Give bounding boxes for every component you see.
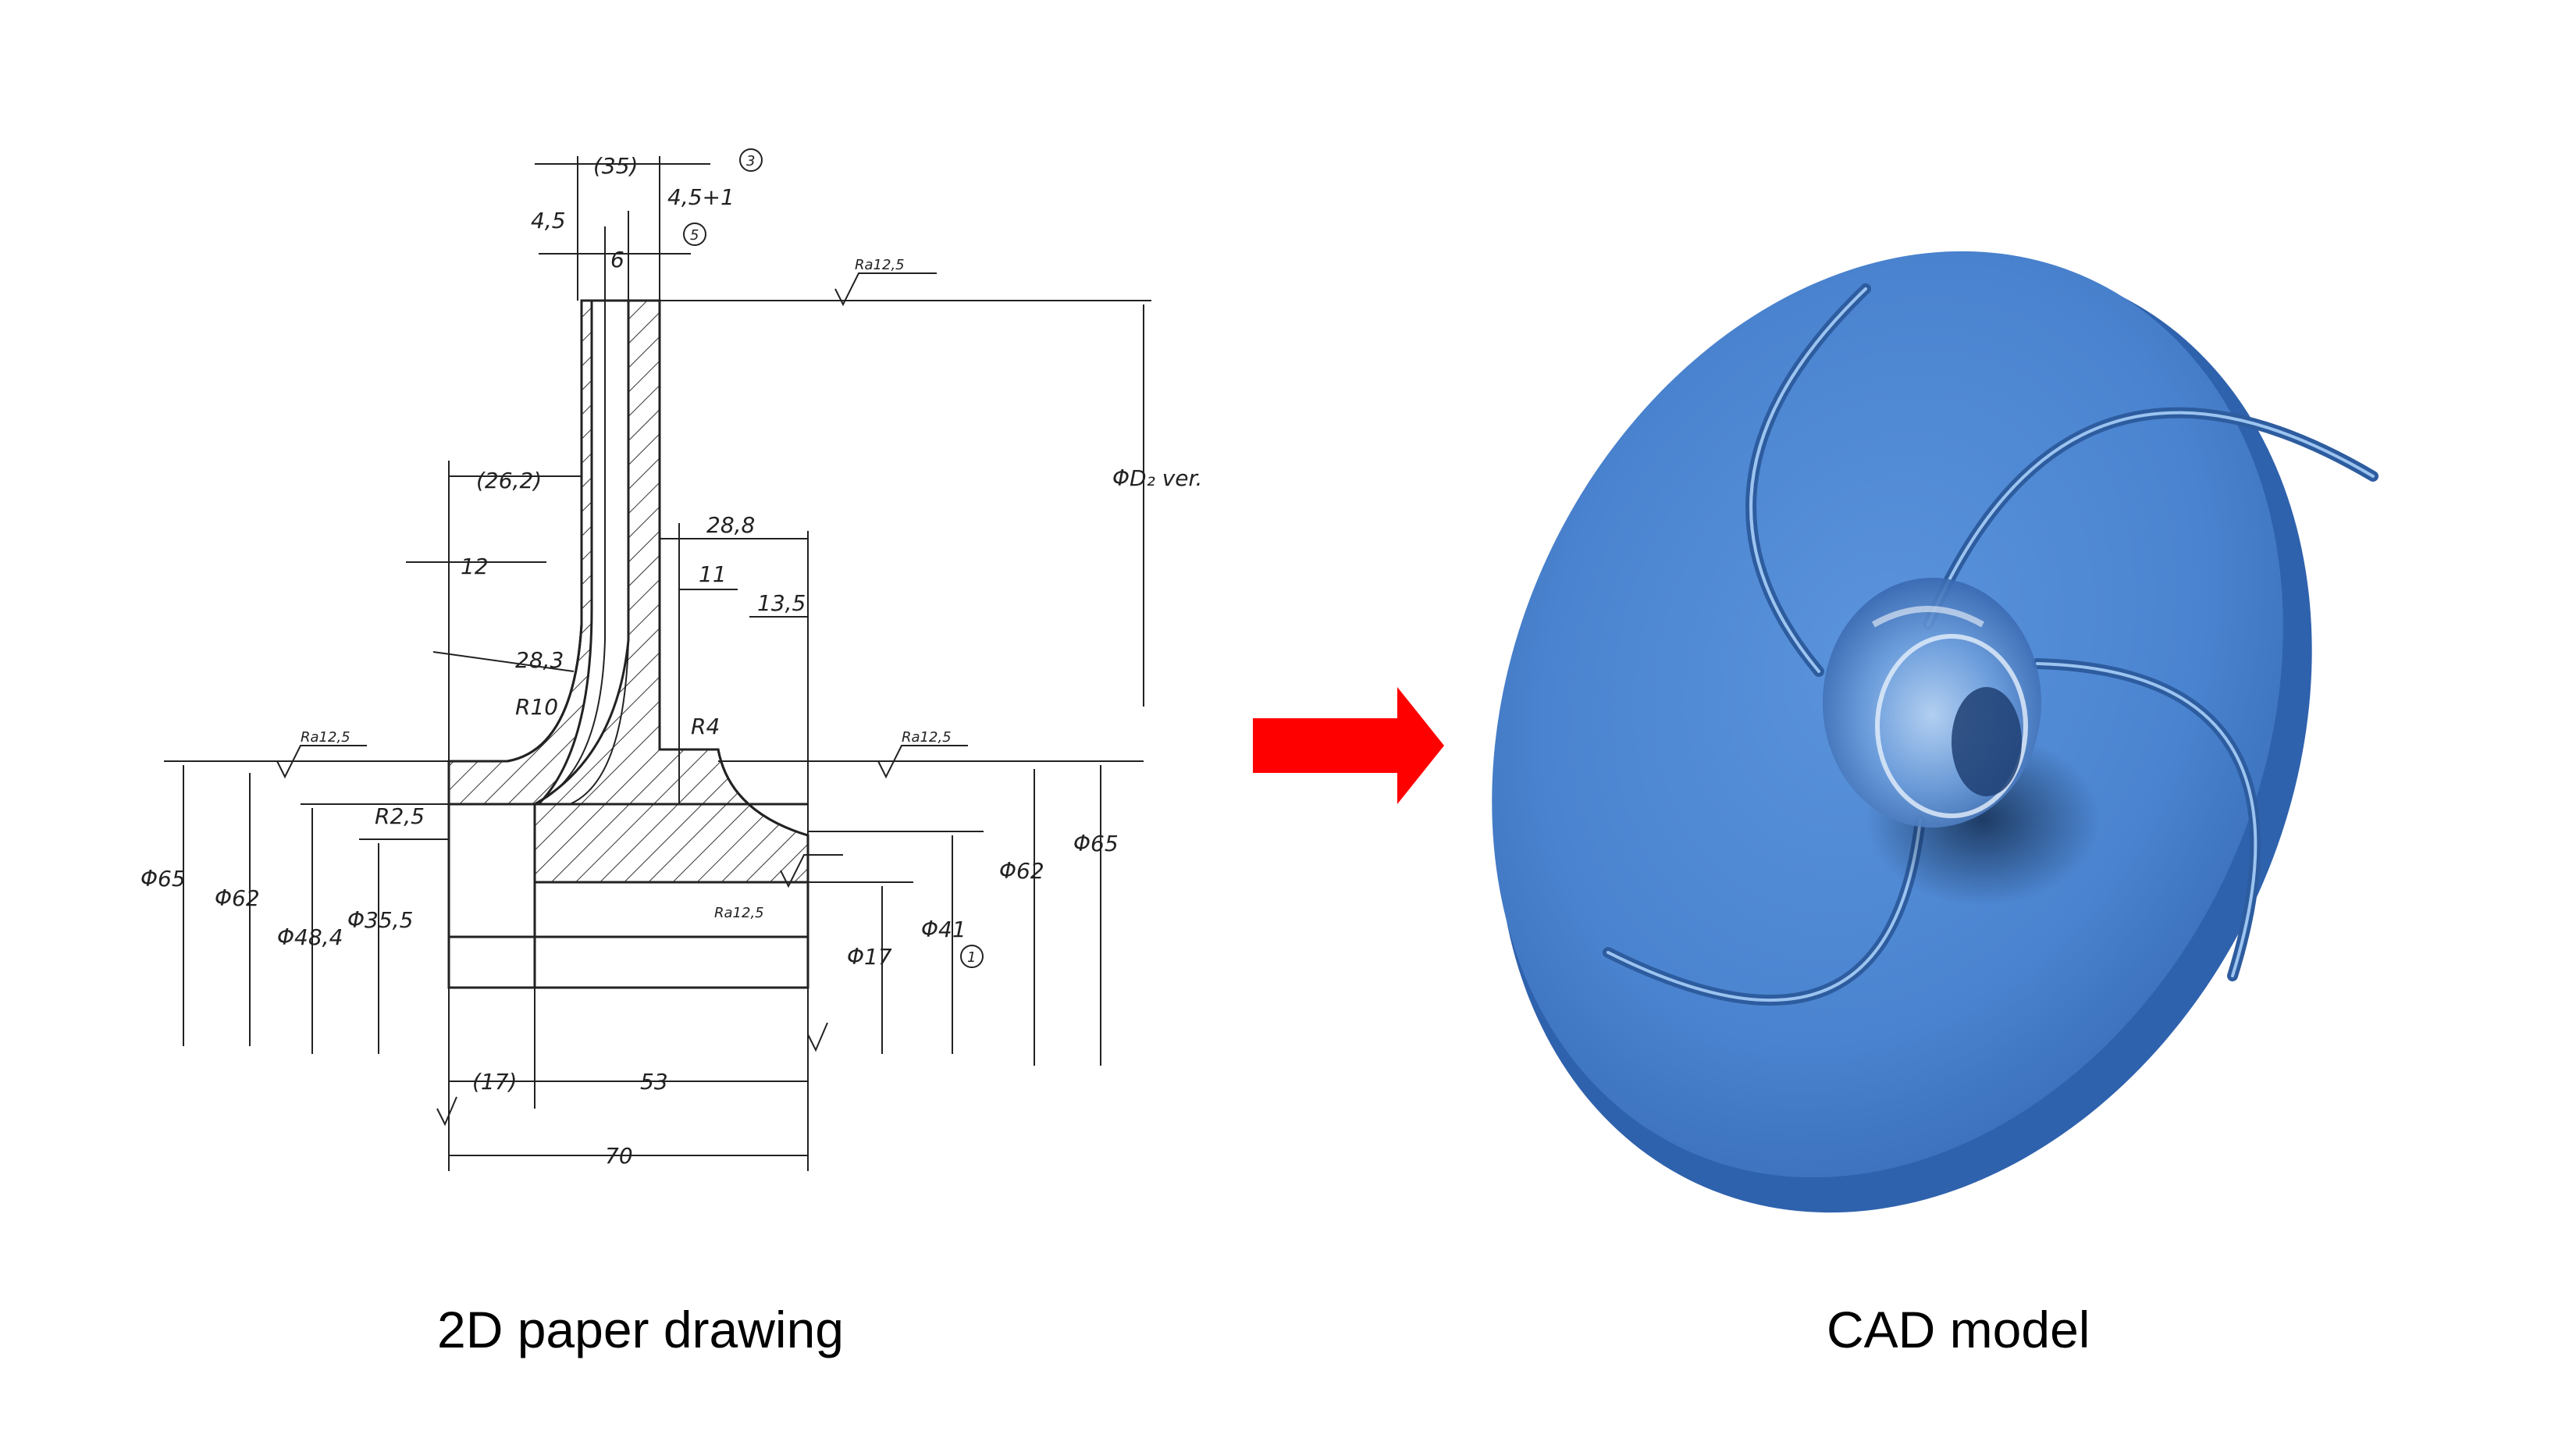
paper-drawing: [164, 156, 1151, 1171]
drawing-labels: (35) 4,5 4,5+1 6 (26,2) 12 28,8 11 13,5 …: [141, 148, 1202, 1169]
dimension-line: [432, 651, 575, 672]
surface-finish-mark: [877, 745, 968, 779]
dim-label: 6: [610, 247, 624, 272]
dim-label: (35): [593, 153, 638, 179]
dim-label: 4,5: [531, 208, 566, 233]
roughness-label: Ra12,5: [301, 729, 350, 746]
dim-label: Φ65: [1073, 831, 1119, 856]
dim-label: (26,2): [476, 468, 542, 493]
impeller-vane: [2036, 662, 2258, 977]
callout-number: 3: [746, 153, 755, 169]
dim-label: 53: [640, 1069, 668, 1095]
drawing-curve: [569, 639, 629, 805]
surface-finish-mark: [276, 745, 367, 779]
impeller-vane: [1749, 287, 1867, 673]
dim-label: Φ17: [847, 944, 892, 970]
drawing-curve: [534, 639, 606, 805]
dim-label: ΦD₂ ver.: [1112, 465, 1202, 491]
callout-circle: [960, 945, 984, 968]
cad-model-impeller: [1492, 251, 2379, 1213]
dim-label: Φ41: [921, 917, 966, 942]
dim-label: 13,5: [757, 590, 806, 616]
roughness-label: Ra12,5: [902, 729, 952, 746]
dim-label: 4,5+1: [667, 184, 735, 210]
dim-label: 28,8: [706, 512, 755, 538]
dim-label: Φ62: [999, 858, 1044, 884]
dim-label: R4: [691, 714, 720, 739]
caption-2d-drawing: 2D paper drawing: [437, 1301, 844, 1358]
dim-label: 12: [461, 554, 489, 579]
dim-label: 28,3: [515, 647, 564, 673]
callout-number: 1: [967, 949, 976, 966]
dim-label: R10: [515, 694, 558, 720]
roughness-label: Ra12,5: [714, 905, 764, 921]
dim-label: Φ48,4: [277, 924, 343, 950]
impeller-vane: [1927, 411, 2375, 626]
dim-label: Φ62: [215, 885, 260, 911]
dim-label: Φ35,5: [347, 907, 413, 933]
surface-finish-mark: [436, 1096, 457, 1127]
drawing-hatched-section: [447, 299, 593, 806]
surface-finish-mark: [834, 272, 937, 307]
dim-label: R2,5: [375, 803, 425, 829]
dim-label: (17): [472, 1069, 517, 1095]
dim-label: 11: [699, 561, 727, 587]
dim-label: Φ65: [141, 866, 186, 892]
hub-inner-ring: [1875, 634, 2028, 818]
dim-label: 70: [605, 1143, 633, 1169]
caption-cad-model: CAD model: [1827, 1301, 2090, 1358]
roughness-label: Ra12,5: [855, 257, 905, 273]
callout-circle: [739, 148, 763, 172]
callout-number: 5: [690, 227, 699, 244]
surface-finish-mark: [780, 854, 843, 888]
surface-finish-mark: [807, 1022, 828, 1052]
impeller-vanes: [1603, 283, 2379, 1006]
hub-highlight: [1872, 606, 1984, 628]
right-arrow-icon: [1253, 687, 1444, 804]
impeller-vane: [1606, 818, 1922, 1002]
callout-circle: [683, 223, 706, 246]
hub-bore: [1952, 687, 2022, 796]
